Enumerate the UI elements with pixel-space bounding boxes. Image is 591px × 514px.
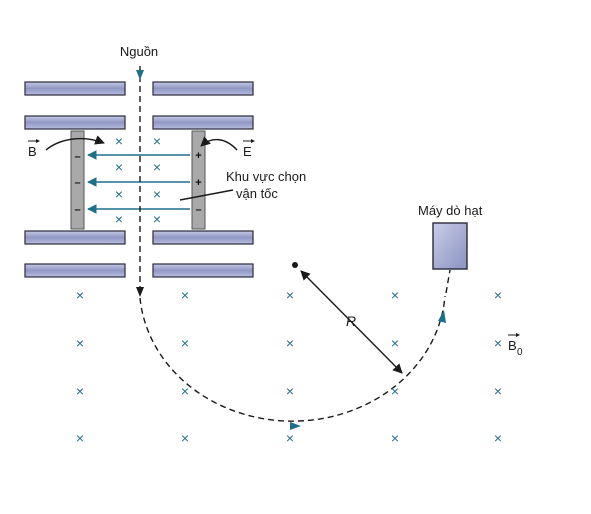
selector-b-crosses: × × × × × × × × (115, 133, 161, 227)
velocity-selector-pointer (179, 189, 234, 201)
electric-field-lines (87, 150, 190, 214)
cross-icon: × (391, 287, 399, 303)
cross-icon: × (286, 383, 294, 399)
svg-text:0: 0 (517, 347, 523, 358)
svg-text:B: B (28, 144, 37, 159)
beam-arrows (136, 70, 446, 430)
svg-text:B: B (508, 338, 517, 353)
e-field-pointer (200, 136, 238, 151)
velocity-selector-label-line2: vận tốc (236, 186, 278, 201)
cross-icon: × (494, 287, 502, 303)
cross-icon: × (115, 186, 123, 202)
cross-icon: × (153, 211, 161, 227)
orbit-center-dot (292, 262, 298, 268)
plate-signs: – – – + + – (74, 150, 201, 216)
cross-icon: × (115, 211, 123, 227)
b0-field-crosses: × × × × × × × × × × × × × × × × × × × × (76, 287, 502, 446)
e-field-label: E (243, 139, 255, 159)
cross-icon: × (286, 287, 294, 303)
cross-icon: × (153, 159, 161, 175)
cross-icon: × (153, 186, 161, 202)
b-field-label: B (28, 139, 40, 159)
minus-sign: – (74, 151, 80, 163)
particle-beam (139, 66, 451, 422)
cross-icon: × (153, 133, 161, 149)
cross-icon: × (76, 335, 84, 351)
b-field-pointer (45, 135, 105, 151)
collimator-plates (24, 81, 254, 278)
minus-sign: – (74, 204, 80, 216)
b0-field-label: B 0 (508, 333, 523, 358)
radius-arrow (300, 270, 403, 374)
cross-icon: × (76, 383, 84, 399)
cross-icon: × (76, 287, 84, 303)
cross-icon: × (494, 430, 502, 446)
cross-icon: × (286, 335, 294, 351)
cross-icon: × (494, 335, 502, 351)
cross-icon: × (391, 383, 399, 399)
plus-sign: + (195, 150, 201, 162)
cross-icon: × (181, 430, 189, 446)
velocity-selector-label-line1: Khu vực chọn (226, 169, 306, 184)
capacitor-plates (70, 130, 206, 230)
cross-icon: × (391, 335, 399, 351)
cross-icon: × (181, 383, 189, 399)
cross-icon: × (286, 430, 294, 446)
cross-icon: × (494, 383, 502, 399)
cross-icon: × (181, 335, 189, 351)
radius-label: R (346, 313, 356, 329)
detector-label: Máy dò hạt (418, 203, 483, 218)
minus-sign: – (74, 177, 80, 189)
plus-sign: + (195, 177, 201, 189)
cross-icon: × (115, 159, 123, 175)
particle-detector (432, 222, 468, 270)
svg-text:E: E (243, 144, 252, 159)
cross-icon: × (115, 133, 123, 149)
minus-sign: – (195, 204, 201, 216)
source-label: Nguồn (120, 44, 158, 59)
cross-icon: × (76, 430, 84, 446)
cross-icon: × (391, 430, 399, 446)
cross-icon: × (181, 287, 189, 303)
